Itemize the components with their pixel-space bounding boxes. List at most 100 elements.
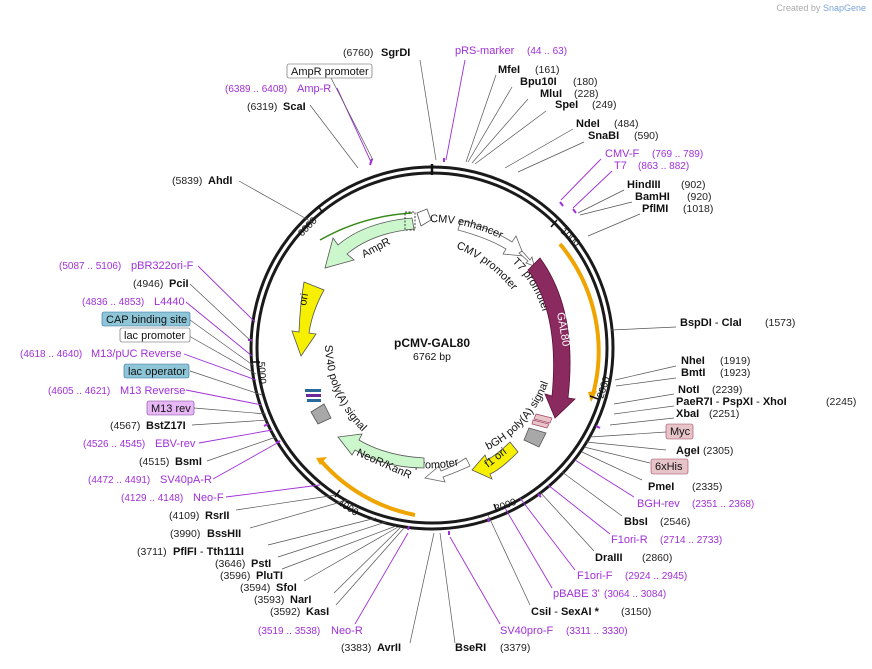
cmv-enhancer-label: CMV enhancer [430, 213, 505, 242]
snabi-label[interactable]: SnaBI [588, 130, 619, 142]
scai-position: (6319) [247, 101, 277, 113]
pbabe-range: (3064 .. 3084) [604, 589, 666, 600]
sgrdi-label[interactable]: SgrDI [381, 47, 410, 59]
bbsi-label[interactable]: BbsI [624, 516, 648, 528]
mlui-position: (228) [574, 88, 599, 100]
rsrii-label[interactable]: RsrII [205, 510, 229, 522]
pbabe-label[interactable]: pBABE 3' [553, 588, 600, 600]
ampr-feature[interactable] [324, 217, 415, 269]
bspdi-label[interactable]: BspDI - ClaI [680, 317, 742, 329]
lac-marks [305, 389, 321, 402]
f1-ori-feature[interactable] [471, 441, 519, 480]
paer7i-label[interactable]: PaeR7I - PspXI - XhoI [676, 396, 787, 408]
myc-tag-box[interactable] [665, 423, 694, 440]
bgh-polya-feature[interactable] [523, 427, 547, 448]
svg-text:4000: 4000 [335, 497, 360, 519]
bamhi-label[interactable]: BamHI [635, 191, 670, 203]
pmei-label[interactable]: PmeI [648, 481, 674, 493]
sfoi-label[interactable]: SfoI [276, 582, 297, 594]
pcii-label[interactable]: PciI [169, 278, 189, 290]
cmv-f-label[interactable]: CMV-F [605, 148, 640, 160]
sv40-promoter-feature[interactable] [424, 457, 471, 483]
ndei-position: (484) [614, 118, 639, 130]
ebv-rev-label[interactable]: EBV-rev [155, 438, 196, 450]
leader-lines [183, 59, 677, 644]
draiii-label[interactable]: DraIII [595, 552, 623, 564]
bmti-label[interactable]: BmtI [681, 367, 705, 379]
ahdi-label[interactable]: AhdI [208, 175, 232, 187]
sfoi-position: (3594) [240, 582, 270, 594]
cap-binding-site-box[interactable] [101, 311, 191, 327]
csii-label[interactable]: CsiI - SexAI * [531, 606, 600, 618]
pflfi-label[interactable]: PflFI - Tth111I [173, 546, 244, 558]
sgrdi-position: (6760) [343, 47, 373, 59]
paer7i-position: (2245) [826, 396, 856, 408]
neor-feature[interactable] [337, 433, 425, 469]
pflmi-label[interactable]: PflMI [642, 203, 668, 215]
bmti-position: (1923) [720, 367, 750, 379]
m13-rev-box[interactable] [146, 400, 195, 416]
rsrii-position: (4109) [169, 510, 199, 522]
amp-r-label[interactable]: Amp-R [297, 83, 331, 95]
hindiii-label[interactable]: HindIII [627, 179, 661, 191]
gal80-label: GAL80 [554, 311, 572, 347]
pflfi-position: (3711) [137, 546, 167, 558]
nari-position: (3593) [254, 594, 284, 606]
bpu10i-label[interactable]: Bpu10I [520, 76, 557, 88]
noti-label[interactable]: NotI [678, 384, 699, 396]
lac-promoter-box[interactable] [119, 327, 191, 343]
ampr-promoter-box[interactable] [286, 63, 373, 79]
bgh-rev-label[interactable]: BGH-rev [637, 498, 680, 510]
bstz17i-label[interactable]: BstZ17I [146, 420, 186, 432]
spei-label[interactable]: SpeI [555, 99, 578, 111]
bsmi-label[interactable]: BsmI [175, 456, 202, 468]
mfei-position: (161) [535, 64, 560, 76]
sv40-polya-feature[interactable] [310, 403, 332, 425]
plasmid-name: pCMV-GAL80 [394, 336, 470, 350]
bseri-position: (3379) [500, 642, 530, 654]
f1ori-r-label[interactable]: F1ori-R [611, 534, 648, 546]
credit: Created by SnapGene [776, 3, 866, 13]
bsshii-label[interactable]: BssHII [207, 528, 241, 540]
psti-label[interactable]: PstI [251, 558, 271, 570]
pflmi-position: (1018) [683, 203, 713, 215]
l4440-label[interactable]: L4440 [154, 296, 185, 308]
ampr-promoter-feature[interactable] [404, 211, 416, 231]
lac-operator-box[interactable] [123, 363, 190, 379]
ori-feature[interactable] [291, 281, 325, 357]
nhei-label[interactable]: NheI [681, 355, 705, 367]
m13-reverse-label[interactable]: M13 Reverse [120, 385, 185, 397]
bseri-label[interactable]: BseRI [455, 642, 486, 654]
pbr322ori-f-label[interactable]: pBR322ori-F [131, 260, 194, 272]
mlui-label[interactable]: MluI [540, 88, 562, 100]
avrii-label[interactable]: AvrII [377, 642, 401, 654]
t7-primer-label[interactable]: T7 [614, 160, 627, 172]
gal80-feature[interactable] [527, 257, 576, 419]
neo-r-label[interactable]: Neo-R [331, 625, 363, 637]
cmv-f-range: (769 .. 789) [652, 149, 703, 160]
cap-binding-site-label: CAP binding site [106, 314, 187, 326]
gal80-orf-arc [558, 242, 601, 399]
neo-f-label[interactable]: Neo-F [193, 492, 224, 504]
kasi-label[interactable]: KasI [306, 606, 329, 618]
m13-puc-reverse-range: (4618 .. 4640) [20, 349, 82, 360]
bspdi-position: (1573) [765, 317, 795, 329]
nari-label[interactable]: NarI [290, 594, 311, 606]
his-tag-label: 6xHis [655, 461, 683, 473]
prs-marker-label[interactable]: pRS-marker [455, 45, 515, 57]
ndei-label[interactable]: NdeI [576, 118, 600, 130]
his-tag-box[interactable] [650, 458, 689, 475]
pluti-label[interactable]: PluTI [256, 570, 283, 582]
m13-puc-reverse-label[interactable]: M13/pUC Reverse [91, 348, 181, 360]
xbai-label[interactable]: XbaI [676, 408, 699, 420]
cmv-promoter-feature[interactable] [518, 250, 535, 267]
sv40pa-r-label[interactable]: SV40pA-R [160, 474, 212, 486]
pbr322ori-f-range: (5087 .. 5106) [59, 261, 121, 272]
sv40pro-f-label[interactable]: SV40pro-F [500, 625, 553, 637]
scai-label[interactable]: ScaI [283, 101, 306, 113]
mfei-label[interactable]: MfeI [498, 64, 520, 76]
f1ori-f-label[interactable]: F1ori-F [577, 570, 613, 582]
bbsi-position: (2546) [660, 516, 690, 528]
cmv-enhancer-feature[interactable] [457, 219, 525, 257]
agei-label[interactable]: AgeI [676, 445, 700, 457]
